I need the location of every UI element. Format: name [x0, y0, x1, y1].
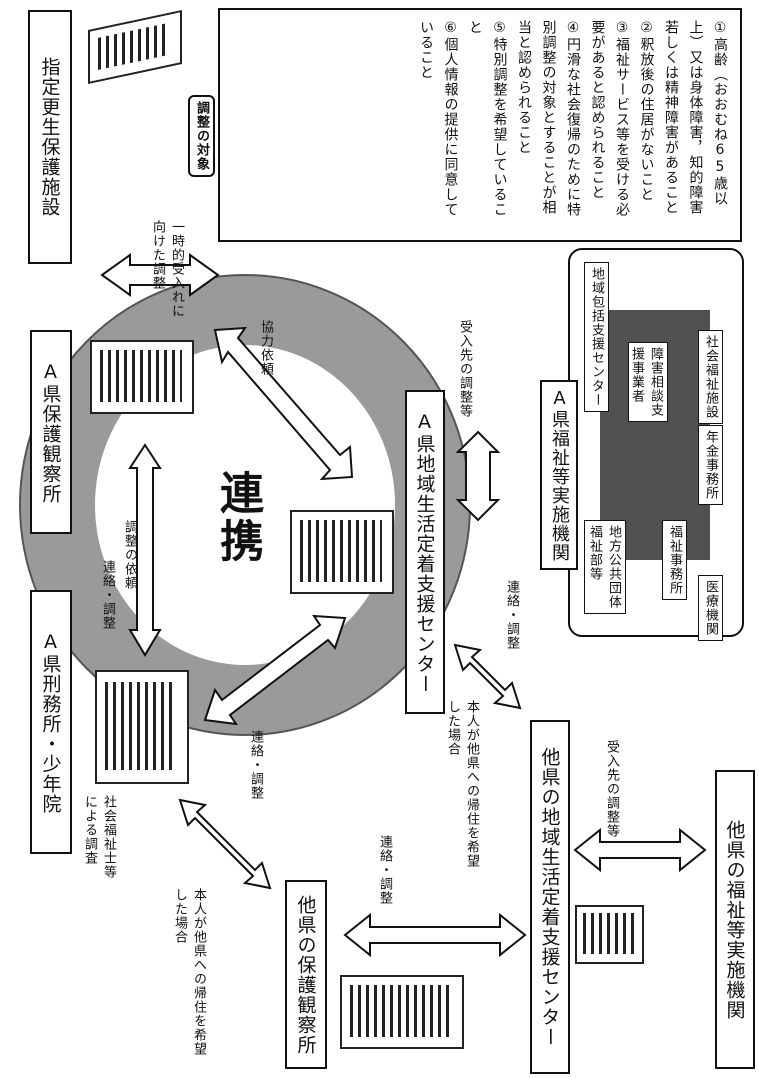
criteria-items: ①高齢（おおむね65歳以上）又は身体障害，知的障害若しくは精神障害があること ②… — [414, 20, 733, 225]
agency-regional-support-center: 地域包括支援センター — [584, 262, 609, 412]
arrow-prison-otherprob — [180, 800, 270, 888]
criteria-item-2: ②釈放後の住居がないこと — [639, 20, 655, 202]
criteria-title: 調整の対象 — [188, 95, 215, 177]
center-other-box: 他県の地域生活定着支援センター — [530, 720, 570, 1074]
agency-local-government: 地方公共団体福祉部等 — [584, 520, 626, 614]
prison-box: A県刑務所・少年院 — [30, 590, 72, 854]
contact-coordination-other-label: 連絡・調整 — [246, 730, 265, 800]
probation-building-illustration — [90, 340, 194, 414]
probation-office-box: A県保護観察所 — [30, 330, 72, 534]
welfare-agencies-a-group: 地域包括支援センター 障害相談支援事業者 社会福祉施設 年金事務所 地方公共団体… — [568, 248, 744, 637]
arrow-othercenter-otherwelfare — [575, 830, 705, 870]
criteria-item-1: ①高齢（おおむね65歳以上）又は身体障害，知的障害若しくは精神障害があること — [663, 20, 728, 215]
criteria-item-5: ⑤特別調整を希望していること — [467, 20, 508, 217]
criteria-box: ①高齢（おおむね65歳以上）又は身体障害，知的障害若しくは精神障害があること ②… — [218, 8, 742, 242]
contact-coordination-centers-label: 連絡・調整 — [502, 580, 521, 650]
other-probation-office-box: 他県の保護観察所 — [285, 880, 327, 1069]
social-worker-survey-label: 社会福祉士等による調査 — [86, 795, 118, 885]
acceptance-coordination-other-label: 受入先の調整等 — [602, 740, 621, 838]
contact-coordination-prison-label: 連絡・調整 — [98, 560, 117, 630]
criteria-item-3: ③福祉サービス等を受ける必要があると認められること — [590, 20, 631, 217]
agency-disability-consultation: 障害相談支援事業者 — [628, 342, 668, 422]
acceptance-coordination-a-label: 受入先の調整等 — [455, 320, 474, 418]
request-info-label: 調整の依頼 — [120, 520, 139, 590]
other-center-buildings-illustration — [575, 905, 644, 964]
return-other-pref-prison-label: 本人が他県への帰住を希望した場合 — [172, 888, 208, 1063]
agency-pension-office: 年金事務所 — [698, 425, 723, 505]
criteria-item-4: ④円滑な社会復帰のために特別調整の対象とすることが相当と認められること — [516, 20, 581, 217]
other-probation-building-illustration — [340, 975, 464, 1049]
agency-social-welfare-facility: 社会福祉施設 — [698, 330, 723, 424]
welfare-agencies-a-label: A県福祉等実施機関 — [540, 380, 578, 570]
welfare-agencies-other-box: 他県の福祉等実施機関 — [715, 770, 755, 1069]
agency-welfare-office: 福祉事務所 — [662, 520, 687, 600]
renkei-label: 連携 — [205, 470, 269, 566]
city-buildings-illustration — [290, 510, 394, 594]
arrow-center-center — [455, 645, 520, 708]
criteria-item-6: ⑥個人情報の提供に同意していること — [418, 20, 459, 217]
center-a-box: A県地域生活定着支援センター — [405, 390, 445, 714]
arrow-otherprob-othercenter — [345, 915, 525, 955]
temporary-acceptance-label: 一時的受入れに向けた調整 — [152, 220, 186, 330]
agency-medical-institution: 医療機関 — [698, 575, 723, 641]
cooperation-request-label: 協力依頼 — [256, 320, 275, 376]
prison-building-illustration — [95, 670, 189, 784]
return-other-pref-center-label: 本人が他県への帰住を希望した場合 — [445, 700, 481, 875]
designated-facility-box: 指定更生保護施設 — [28, 10, 72, 264]
contact-coordination-probation-label: 連絡・調整 — [375, 835, 394, 905]
